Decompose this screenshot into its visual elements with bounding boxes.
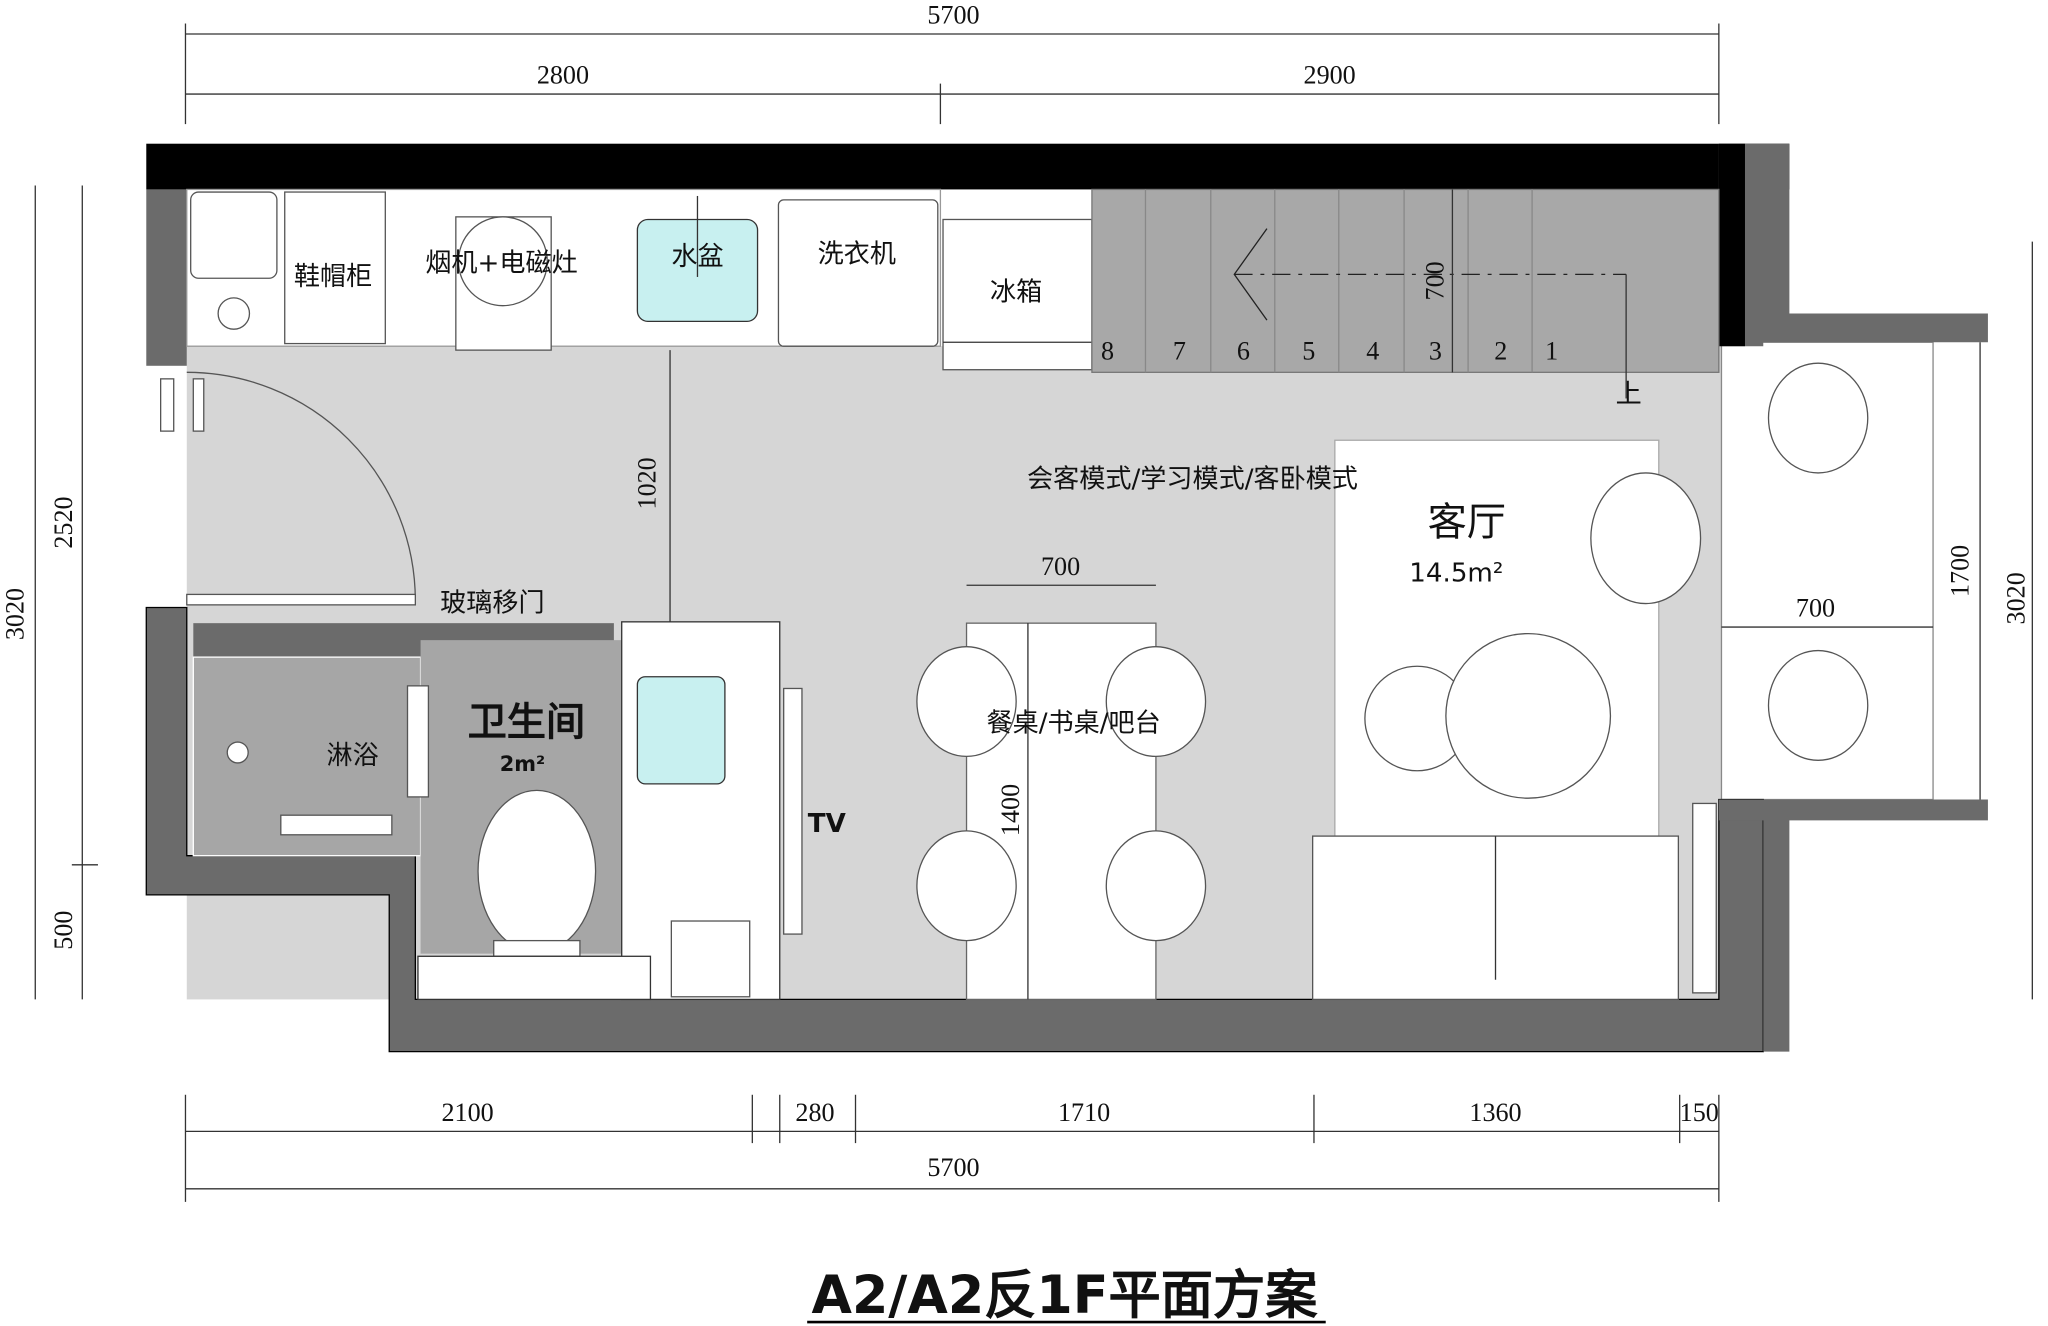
bottom-dimensions: 2100 280 1710 1360 150 5700	[184, 1094, 1720, 1202]
dim-top-right: 2900	[1304, 61, 1356, 90]
dim-top-left: 2800	[537, 61, 589, 90]
stair-step: 4	[1366, 336, 1379, 365]
stair-up-label: 上	[1616, 379, 1642, 408]
label-bathroom-area: 2m²	[500, 752, 545, 776]
label-dining: 餐桌/书桌/吧台	[987, 709, 1161, 739]
label-bathroom: 卫生间	[468, 701, 586, 746]
dim-top-total: 5700	[927, 1, 979, 30]
stair-step: 5	[1302, 336, 1315, 365]
label-shower: 淋浴	[327, 741, 379, 771]
label-shoe-cabinet: 鞋帽柜	[294, 262, 372, 292]
dim-bottom-total: 5700	[927, 1153, 979, 1182]
dim-left-total: 3020	[1, 588, 30, 640]
dining-table: 700 1400 餐桌/书桌/吧台	[916, 552, 1207, 1001]
dim-stair-width: 700	[1420, 261, 1449, 300]
balcony-bottom-wall	[1718, 799, 1988, 1052]
dim-table-width: 700	[1041, 552, 1080, 581]
balcony-chair	[1767, 362, 1869, 474]
dim-table-length: 1400	[996, 784, 1025, 836]
stair-step: 2	[1494, 336, 1507, 365]
dim-right-total: 3020	[2001, 572, 2030, 624]
dim-bottom-seg: 2100	[441, 1098, 493, 1127]
label-sliding-door: 玻璃移门	[440, 588, 544, 618]
tv-unit	[783, 687, 803, 935]
label-living-area: 14.5m²	[1409, 558, 1503, 588]
living-room: 客厅 14.5m² 会客模式/学习模式/客卧模式	[1027, 439, 1717, 1001]
label-washer: 洗衣机	[818, 240, 896, 270]
dim-bottom-seg: 280	[795, 1098, 834, 1127]
dim-balcony-width: 700	[1796, 594, 1835, 623]
top-dimensions: 5700 2800 2900	[184, 1, 1720, 125]
side-dimensions: 3020 2520 500 1700 3020	[1, 185, 2033, 1000]
dim-bottom-seg: 1360	[1469, 1098, 1521, 1127]
label-living-room: 客厅	[1428, 501, 1506, 546]
top-wall	[146, 143, 1790, 190]
dim-balcony-length: 1700	[1945, 545, 1974, 597]
label-fridge: 冰箱	[990, 277, 1042, 307]
label-sink: 水盆	[671, 242, 723, 272]
bathroom: 卫生间 2m² 淋浴	[192, 621, 781, 1001]
stair-step: 3	[1429, 336, 1442, 365]
stair-step: 6	[1237, 336, 1250, 365]
stair-step: 1	[1545, 336, 1558, 365]
stair-step: 7	[1173, 336, 1186, 365]
right-wall	[1718, 143, 1988, 347]
entry-door-swing	[186, 371, 416, 601]
label-modes: 会客模式/学习模式/客卧模式	[1027, 464, 1358, 494]
label-hood-stove: 烟机+电磁灶	[425, 249, 577, 279]
dim-aisle: 1020	[633, 457, 662, 509]
label-tv: TV	[808, 809, 847, 839]
left-wall-upper	[146, 189, 187, 366]
balcony-chair	[1767, 649, 1869, 761]
stair-step: 8	[1101, 336, 1114, 365]
staircase: 700 8 7 6 5 4 3 2 1 上	[1091, 188, 1720, 408]
dim-bottom-seg: 150	[1680, 1098, 1719, 1127]
dim-bottom-seg: 1710	[1058, 1098, 1110, 1127]
plan-title: A2/A2反1F平面方案	[812, 1266, 1319, 1326]
dim-left-lower: 500	[49, 911, 78, 950]
dim-left-main: 2520	[49, 496, 78, 548]
